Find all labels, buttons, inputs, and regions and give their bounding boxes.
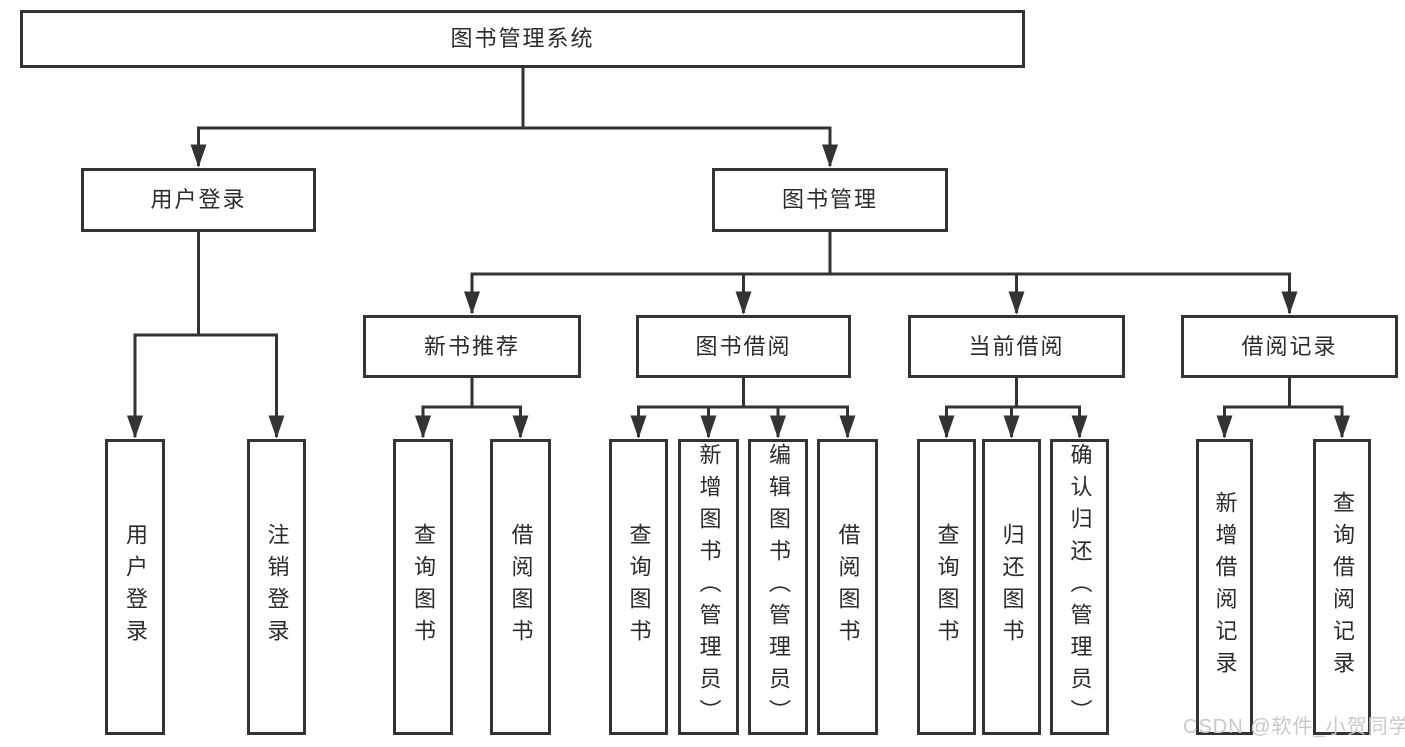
leaf-logout-label: 注销登录: [264, 523, 290, 651]
node-current-borrow: 当前借阅: [908, 315, 1125, 378]
leaf-add-book-admin: 新增图书（管理员）: [678, 439, 739, 735]
leaf-return-book-label: 归还图书: [999, 523, 1025, 651]
leaf-edit-book-admin-label: 编辑图书（管理员）: [766, 443, 791, 731]
leaf-add-book-admin-label: 新增图书（管理员）: [696, 443, 722, 731]
leaf-edit-book-admin: 编辑图书（管理员）: [748, 439, 808, 735]
leaf-query-books-borrow: 查询图书: [609, 439, 668, 735]
node-library-system: 图书管理系统: [20, 10, 1025, 68]
leaf-borrow-books-recommend-label: 借阅图书: [508, 523, 534, 651]
leaf-return-book: 归还图书: [982, 439, 1041, 735]
leaf-confirm-return-admin: 确认归还（管理员）: [1050, 439, 1109, 735]
node-book-management-label: 图书管理: [781, 187, 878, 212]
node-book-borrow: 图书借阅: [636, 315, 851, 378]
node-book-management: 图书管理: [712, 168, 948, 232]
node-book-borrow-label: 图书借阅: [695, 333, 792, 359]
leaf-user-login: 用户登录: [105, 439, 165, 735]
leaf-borrow-books: 借阅图书: [817, 439, 878, 735]
leaf-logout: 注销登录: [247, 439, 306, 735]
leaf-query-books-recommend: 查询图书: [393, 439, 453, 735]
csdn-watermark: CSDN @软件_小贺同学: [1183, 716, 1405, 738]
node-current-borrow-label: 当前借阅: [968, 333, 1065, 359]
node-user-login-label: 用户登录: [150, 187, 247, 212]
leaf-query-borrow-record: 查询借阅记录: [1313, 439, 1371, 735]
leaf-query-books-current: 查询图书: [917, 439, 976, 735]
leaf-add-borrow-record-label: 新增借阅记录: [1212, 491, 1238, 683]
node-borrow-records-label: 借阅记录: [1241, 333, 1338, 359]
node-new-book-recommend: 新书推荐: [363, 315, 581, 378]
node-borrow-records: 借阅记录: [1181, 315, 1398, 378]
leaf-user-login-label: 用户登录: [123, 523, 148, 651]
leaf-query-books-borrow-label: 查询图书: [626, 523, 652, 651]
leaf-add-borrow-record: 新增借阅记录: [1196, 439, 1253, 735]
node-new-book-recommend-label: 新书推荐: [423, 333, 520, 359]
leaf-borrow-books-recommend: 借阅图书: [490, 439, 551, 735]
leaf-confirm-return-admin-label: 确认归还（管理员）: [1067, 443, 1093, 731]
leaf-borrow-books-label: 借阅图书: [835, 523, 861, 651]
leaf-query-borrow-record-label: 查询借阅记录: [1330, 491, 1355, 683]
leaf-query-books-recommend-label: 查询图书: [411, 523, 436, 651]
leaf-query-books-current-label: 查询图书: [934, 523, 960, 651]
node-user-login: 用户登录: [81, 168, 316, 232]
node-library-system-label: 图书管理系统: [450, 26, 595, 51]
